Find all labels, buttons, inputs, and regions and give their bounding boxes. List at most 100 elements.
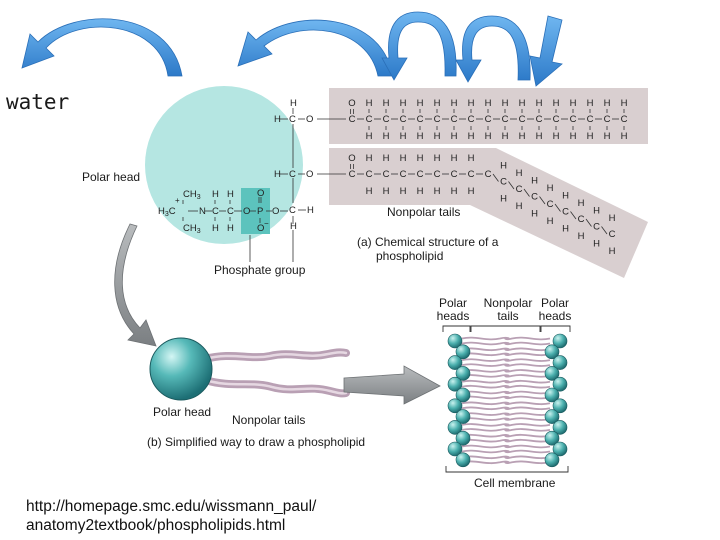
- membrane-tail: [504, 455, 551, 460]
- chem-h: H: [502, 98, 509, 109]
- chem-h: H: [366, 186, 373, 197]
- curved-arrow-icon: [455, 15, 531, 83]
- membrane-head: [552, 420, 568, 435]
- curved-arrow-icon: [381, 11, 457, 81]
- membrane-head: [455, 344, 471, 360]
- chem-h: H: [562, 224, 569, 235]
- membrane-head: [447, 441, 463, 457]
- polar-head-ball: [149, 337, 213, 401]
- chem-c: C: [400, 114, 407, 125]
- membrane-tail: [504, 352, 551, 357]
- chem-c: C: [531, 192, 538, 203]
- chem-h: H: [383, 153, 390, 164]
- chem-c: C: [366, 114, 373, 125]
- chem-h: H: [531, 209, 538, 220]
- chem-c: C: [621, 114, 628, 125]
- chem-h: H: [578, 231, 585, 242]
- membrane-tail: [461, 406, 510, 411]
- chem-c: C: [468, 169, 475, 180]
- membrane-tail: [504, 379, 551, 384]
- polar-heads-right-label: Polar heads: [536, 297, 574, 323]
- water-label: water: [6, 90, 70, 114]
- chem-c: C: [536, 114, 543, 125]
- chem-c: C: [434, 169, 441, 180]
- chem-c: C: [578, 214, 585, 225]
- cell-membrane-label: Cell membrane: [474, 476, 556, 490]
- chem-c: C: [468, 114, 475, 125]
- chem-c: C: [417, 169, 424, 180]
- chem-h: H: [400, 153, 407, 164]
- chem-c: C: [609, 229, 616, 240]
- chem-o: O: [306, 169, 313, 180]
- chem-h: H: [227, 189, 234, 200]
- chem-o: O: [348, 153, 355, 164]
- chem-h: H: [578, 198, 585, 209]
- membrane-tail: [504, 433, 551, 438]
- chem-h: H: [468, 153, 475, 164]
- chem-h: H: [290, 98, 297, 109]
- caption-a-line1: (a) Chemical structure of a: [357, 235, 499, 249]
- membrane-head: [552, 355, 568, 370]
- chem-h: H: [519, 131, 526, 142]
- membrane-head: [552, 376, 568, 392]
- membrane-head: [455, 387, 471, 403]
- chem-h: H: [290, 221, 297, 232]
- chem-o: O: [306, 114, 313, 125]
- chem-c: C: [519, 114, 526, 125]
- down-arrow-icon: [529, 15, 563, 87]
- membrane-head: [552, 398, 568, 414]
- membrane-tail: [504, 374, 551, 378]
- chem-p: P: [257, 206, 263, 217]
- membrane-tail: [504, 401, 551, 406]
- caption-a: (a) Chemical structure of a phospholipid: [357, 235, 527, 263]
- membrane-heads: [447, 333, 568, 468]
- chem-h: H: [531, 176, 538, 187]
- chem-c: C: [227, 206, 234, 217]
- chem-c: C: [349, 169, 356, 180]
- chem-c: C: [587, 114, 594, 125]
- polar-heads-right-line2: heads: [538, 309, 572, 323]
- chem-c: C: [289, 205, 296, 216]
- chem-h: H: [516, 201, 523, 212]
- chem-h: H: [383, 98, 390, 109]
- membrane-head: [447, 376, 463, 392]
- chem-c: C: [212, 206, 219, 217]
- chem-h: H: [516, 168, 523, 179]
- chem-h: H: [383, 131, 390, 142]
- membrane-head: [552, 333, 568, 349]
- membrane-tail: [504, 444, 551, 449]
- caption-b: (b) Simplified way to draw a phospholipi…: [147, 435, 366, 449]
- chem-h: H: [274, 169, 281, 180]
- membrane-head: [455, 430, 471, 446]
- chem-c: C: [451, 169, 458, 180]
- blue-arrows: [21, 11, 563, 87]
- chem-c: C: [570, 114, 577, 125]
- chem-h: H: [366, 153, 373, 164]
- chem-o: O: [272, 206, 279, 217]
- membrane-head: [544, 366, 560, 381]
- membrane-tail: [504, 417, 551, 421]
- chem-c: C: [289, 114, 296, 125]
- chem-h: H: [307, 205, 314, 216]
- chem-c: C: [366, 169, 373, 180]
- membrane-tail: [461, 428, 510, 432]
- chem-h: H: [212, 223, 219, 234]
- chem-h: H: [536, 98, 543, 109]
- chem-h: H: [417, 98, 424, 109]
- chem-h: H: [570, 131, 577, 142]
- chem-o: O: [257, 188, 264, 199]
- membrane-tail: [504, 390, 551, 395]
- chem-h: H: [366, 131, 373, 142]
- membrane-tail: [504, 423, 551, 427]
- membrane-tail: [504, 336, 551, 341]
- chem-h: H: [212, 189, 219, 200]
- chemical-structure: H H C O H C O C H H CH3 CH3 H3C + N H C …: [145, 86, 648, 278]
- caption-a-line2: phospholipid: [376, 249, 444, 263]
- membrane-tail: [461, 401, 510, 406]
- chem-h: H: [417, 131, 424, 142]
- chem-c: C: [485, 114, 492, 125]
- chem-h: H: [587, 98, 594, 109]
- membrane-head: [544, 452, 560, 468]
- membrane-head: [455, 409, 471, 424]
